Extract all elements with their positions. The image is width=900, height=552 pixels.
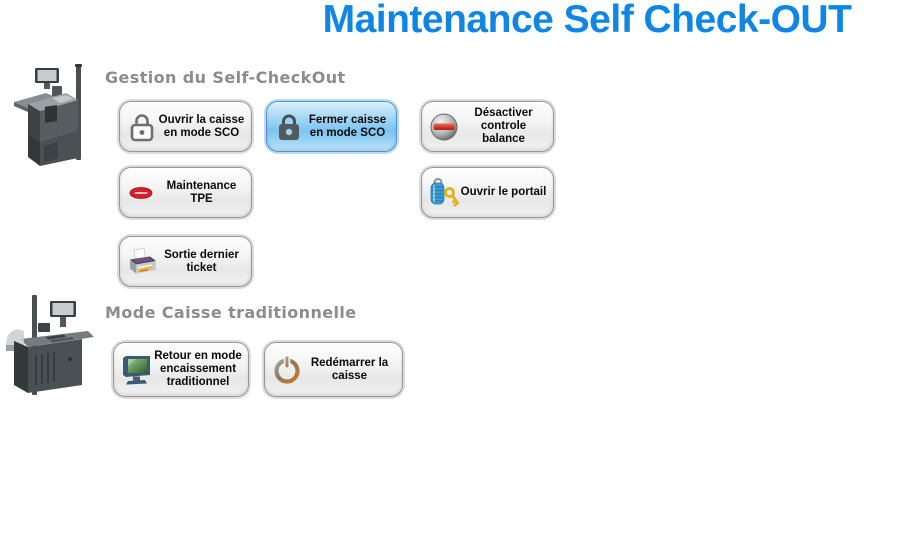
sortie-dernier-ticket-button[interactable]: Sortie dernier ticket — [119, 236, 252, 287]
desactiver-controle-balance-button[interactable]: Désactiver controle balance — [421, 101, 554, 152]
retour-mode-traditionnel-label: Retour en mode encaissement traditionnel — [154, 350, 242, 388]
ouvrir-caisse-sco-label: Ouvrir la caisse en mode SCO — [158, 113, 245, 139]
redemarrer-caisse-label: Redémarrer la caisse — [310, 356, 389, 382]
sco-monitor — [35, 68, 59, 89]
section-header-gestion-sco: Gestion du Self-CheckOut — [105, 68, 346, 87]
ouvrir-caisse-sco-button[interactable]: Ouvrir la caisse en mode SCO — [119, 101, 252, 152]
maintenance-tpe-button[interactable]: Maintenance TPE — [119, 167, 252, 218]
sortie-dernier-ticket-label: Sortie dernier ticket — [164, 248, 239, 274]
redemarrer-caisse-button[interactable]: Redémarrer la caisse — [264, 342, 403, 397]
maintenance-tpe-label: Maintenance TPE — [166, 179, 237, 205]
self-checkout-machine-image — [14, 64, 82, 166]
fermer-caisse-sco-label: Fermer caisse en mode SCO — [308, 113, 387, 139]
disable-icon — [428, 111, 460, 143]
section-header-mode-caisse-traditionnelle: Mode Caisse traditionnelle — [105, 303, 357, 322]
desactiver-controle-balance-label: Désactiver controle balance — [474, 107, 533, 145]
pos-monitor — [50, 301, 76, 327]
ouvrir-portail-button[interactable]: Ouvrir le portail — [421, 167, 554, 218]
lock-icon — [273, 111, 305, 143]
traditional-register-machine-image — [6, 295, 94, 395]
retour-mode-traditionnel-button[interactable]: Retour en mode encaissement traditionnel — [113, 342, 249, 397]
printer-icon — [126, 246, 158, 278]
power-icon — [271, 353, 303, 387]
monitor-icon — [120, 354, 154, 386]
page-title: Maintenance Self Check-OUT — [322, 0, 852, 41]
fermer-caisse-sco-button[interactable]: Fermer caisse en mode SCO — [266, 101, 397, 152]
ouvrir-portail-label: Ouvrir le portail — [460, 186, 547, 198]
unlock-icon — [126, 111, 158, 143]
lock-key-icon — [428, 176, 460, 210]
tpe-logo-icon — [126, 177, 158, 209]
